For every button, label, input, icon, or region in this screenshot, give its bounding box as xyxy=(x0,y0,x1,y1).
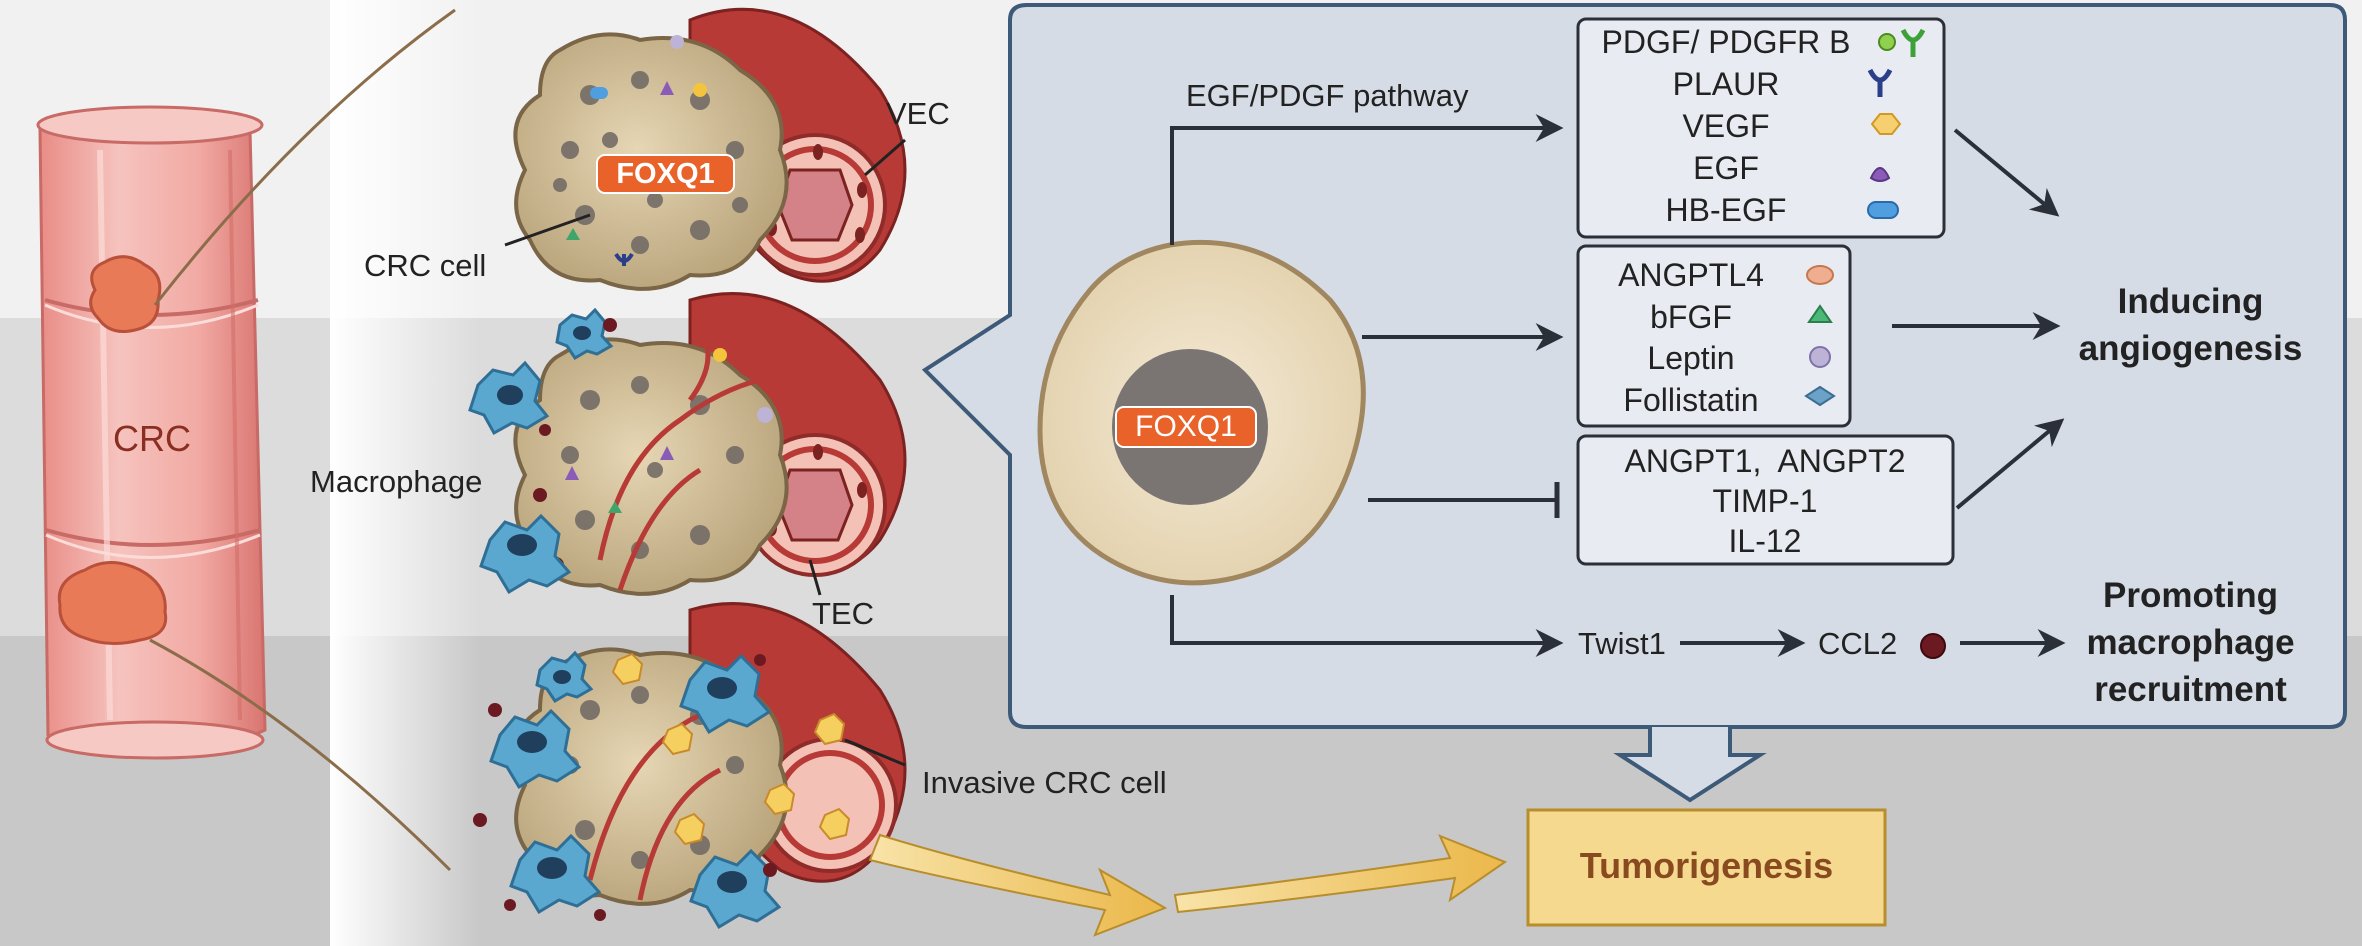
tumor-foxq1-badge xyxy=(596,154,735,194)
outcome-macrophage-line2: macrophage xyxy=(2086,623,2295,662)
factor-plaur: PLAUR xyxy=(1672,66,1780,102)
factor-vegf: VEGF xyxy=(1682,108,1770,144)
vegf-hexagon-icon xyxy=(1870,113,1902,135)
tec-label: TEC xyxy=(812,596,874,631)
factor-follistatin: Follistatin xyxy=(1623,382,1759,418)
panel-down-arrow xyxy=(1613,727,1767,803)
tumor-foxq1-label: FOXQ1 xyxy=(616,158,715,190)
polyp-lower xyxy=(57,561,168,645)
factor-angpt: ANGPT1, ANGPT2 xyxy=(1624,443,1906,479)
plaur-receptor-icon xyxy=(1867,68,1893,97)
tumorigenesis-label: Tumorigenesis xyxy=(1579,845,1834,886)
factor-leptin: Leptin xyxy=(1647,340,1735,376)
invasion-arrow xyxy=(868,833,1168,937)
bfgf-triangle-icon xyxy=(1807,304,1833,323)
outcome-macrophage-line1: Promoting xyxy=(2103,576,2278,615)
factor-pdgf: PDGF/ PDGFR B xyxy=(1601,24,1851,60)
invasive-leader xyxy=(844,738,906,767)
ccl2-dot-icon xyxy=(1920,633,1946,659)
crc-organ-label: CRC xyxy=(113,418,191,459)
crc-cell-leader xyxy=(504,213,591,247)
ccl2-dots-bottom xyxy=(473,654,777,921)
factor-il12: IL-12 xyxy=(1728,523,1802,559)
ccl2-label: CCL2 xyxy=(1818,626,1898,661)
factor-egf: EGF xyxy=(1693,150,1759,186)
zoom-fade xyxy=(330,0,480,946)
box3-outcome-arrow xyxy=(1955,418,2065,510)
pathway-label: EGF/PDGF pathway xyxy=(1186,78,1469,113)
vec-label: VEC xyxy=(886,96,950,131)
follistatin-diamond-icon xyxy=(1804,385,1836,407)
twist1-label: Twist1 xyxy=(1578,626,1666,661)
outcome-angiogenesis-line2: angiogenesis xyxy=(2078,329,2303,368)
cell-foxq1-badge xyxy=(1115,406,1257,448)
crc-cell-label: CRC cell xyxy=(364,248,487,283)
factor-box-2 xyxy=(1576,244,1852,428)
factor-box-1 xyxy=(1576,17,1946,239)
factor-angptl4: ANGPTL4 xyxy=(1618,257,1764,293)
zoom-line-bottom xyxy=(149,638,452,872)
invasive-crc-label: Invasive CRC cell xyxy=(922,765,1167,800)
tumorigenesis-arrow xyxy=(1173,834,1508,914)
factor-timp1: TIMP-1 xyxy=(1712,483,1818,519)
outcome-angiogenesis-line1: Inducing xyxy=(2117,282,2264,321)
polyp-upper xyxy=(89,255,162,333)
tec-leader xyxy=(808,559,822,596)
outcome-macrophage-line3: recruitment xyxy=(2094,670,2287,709)
zoom-line-top xyxy=(153,8,456,306)
factor-box-3 xyxy=(1576,434,1955,566)
macrophages-middle xyxy=(468,307,617,595)
macrophage-label: Macrophage xyxy=(310,464,483,499)
twist1-arrow xyxy=(1170,595,1564,657)
box1-outcome-arrow xyxy=(1953,128,2060,217)
vec-leader xyxy=(864,138,906,177)
hbegf-capsule-icon xyxy=(1867,201,1899,219)
leptin-circle-icon xyxy=(1809,346,1831,368)
egf-triangle-icon xyxy=(1869,167,1891,182)
tumor-middle xyxy=(513,292,907,596)
macrophage-nuclei-bottom xyxy=(517,670,747,893)
factor-bfgf: bFGF xyxy=(1650,299,1732,335)
cell-foxq1-label: FOXQ1 xyxy=(1135,410,1237,443)
egf-pdgf-arrow xyxy=(1170,114,1564,245)
pdgf-receptor-icon xyxy=(1878,28,1926,57)
angptl4-ellipse-icon xyxy=(1806,265,1834,285)
factor-hbegf: HB-EGF xyxy=(1665,192,1787,228)
tumorigenesis-box xyxy=(1526,808,1887,927)
